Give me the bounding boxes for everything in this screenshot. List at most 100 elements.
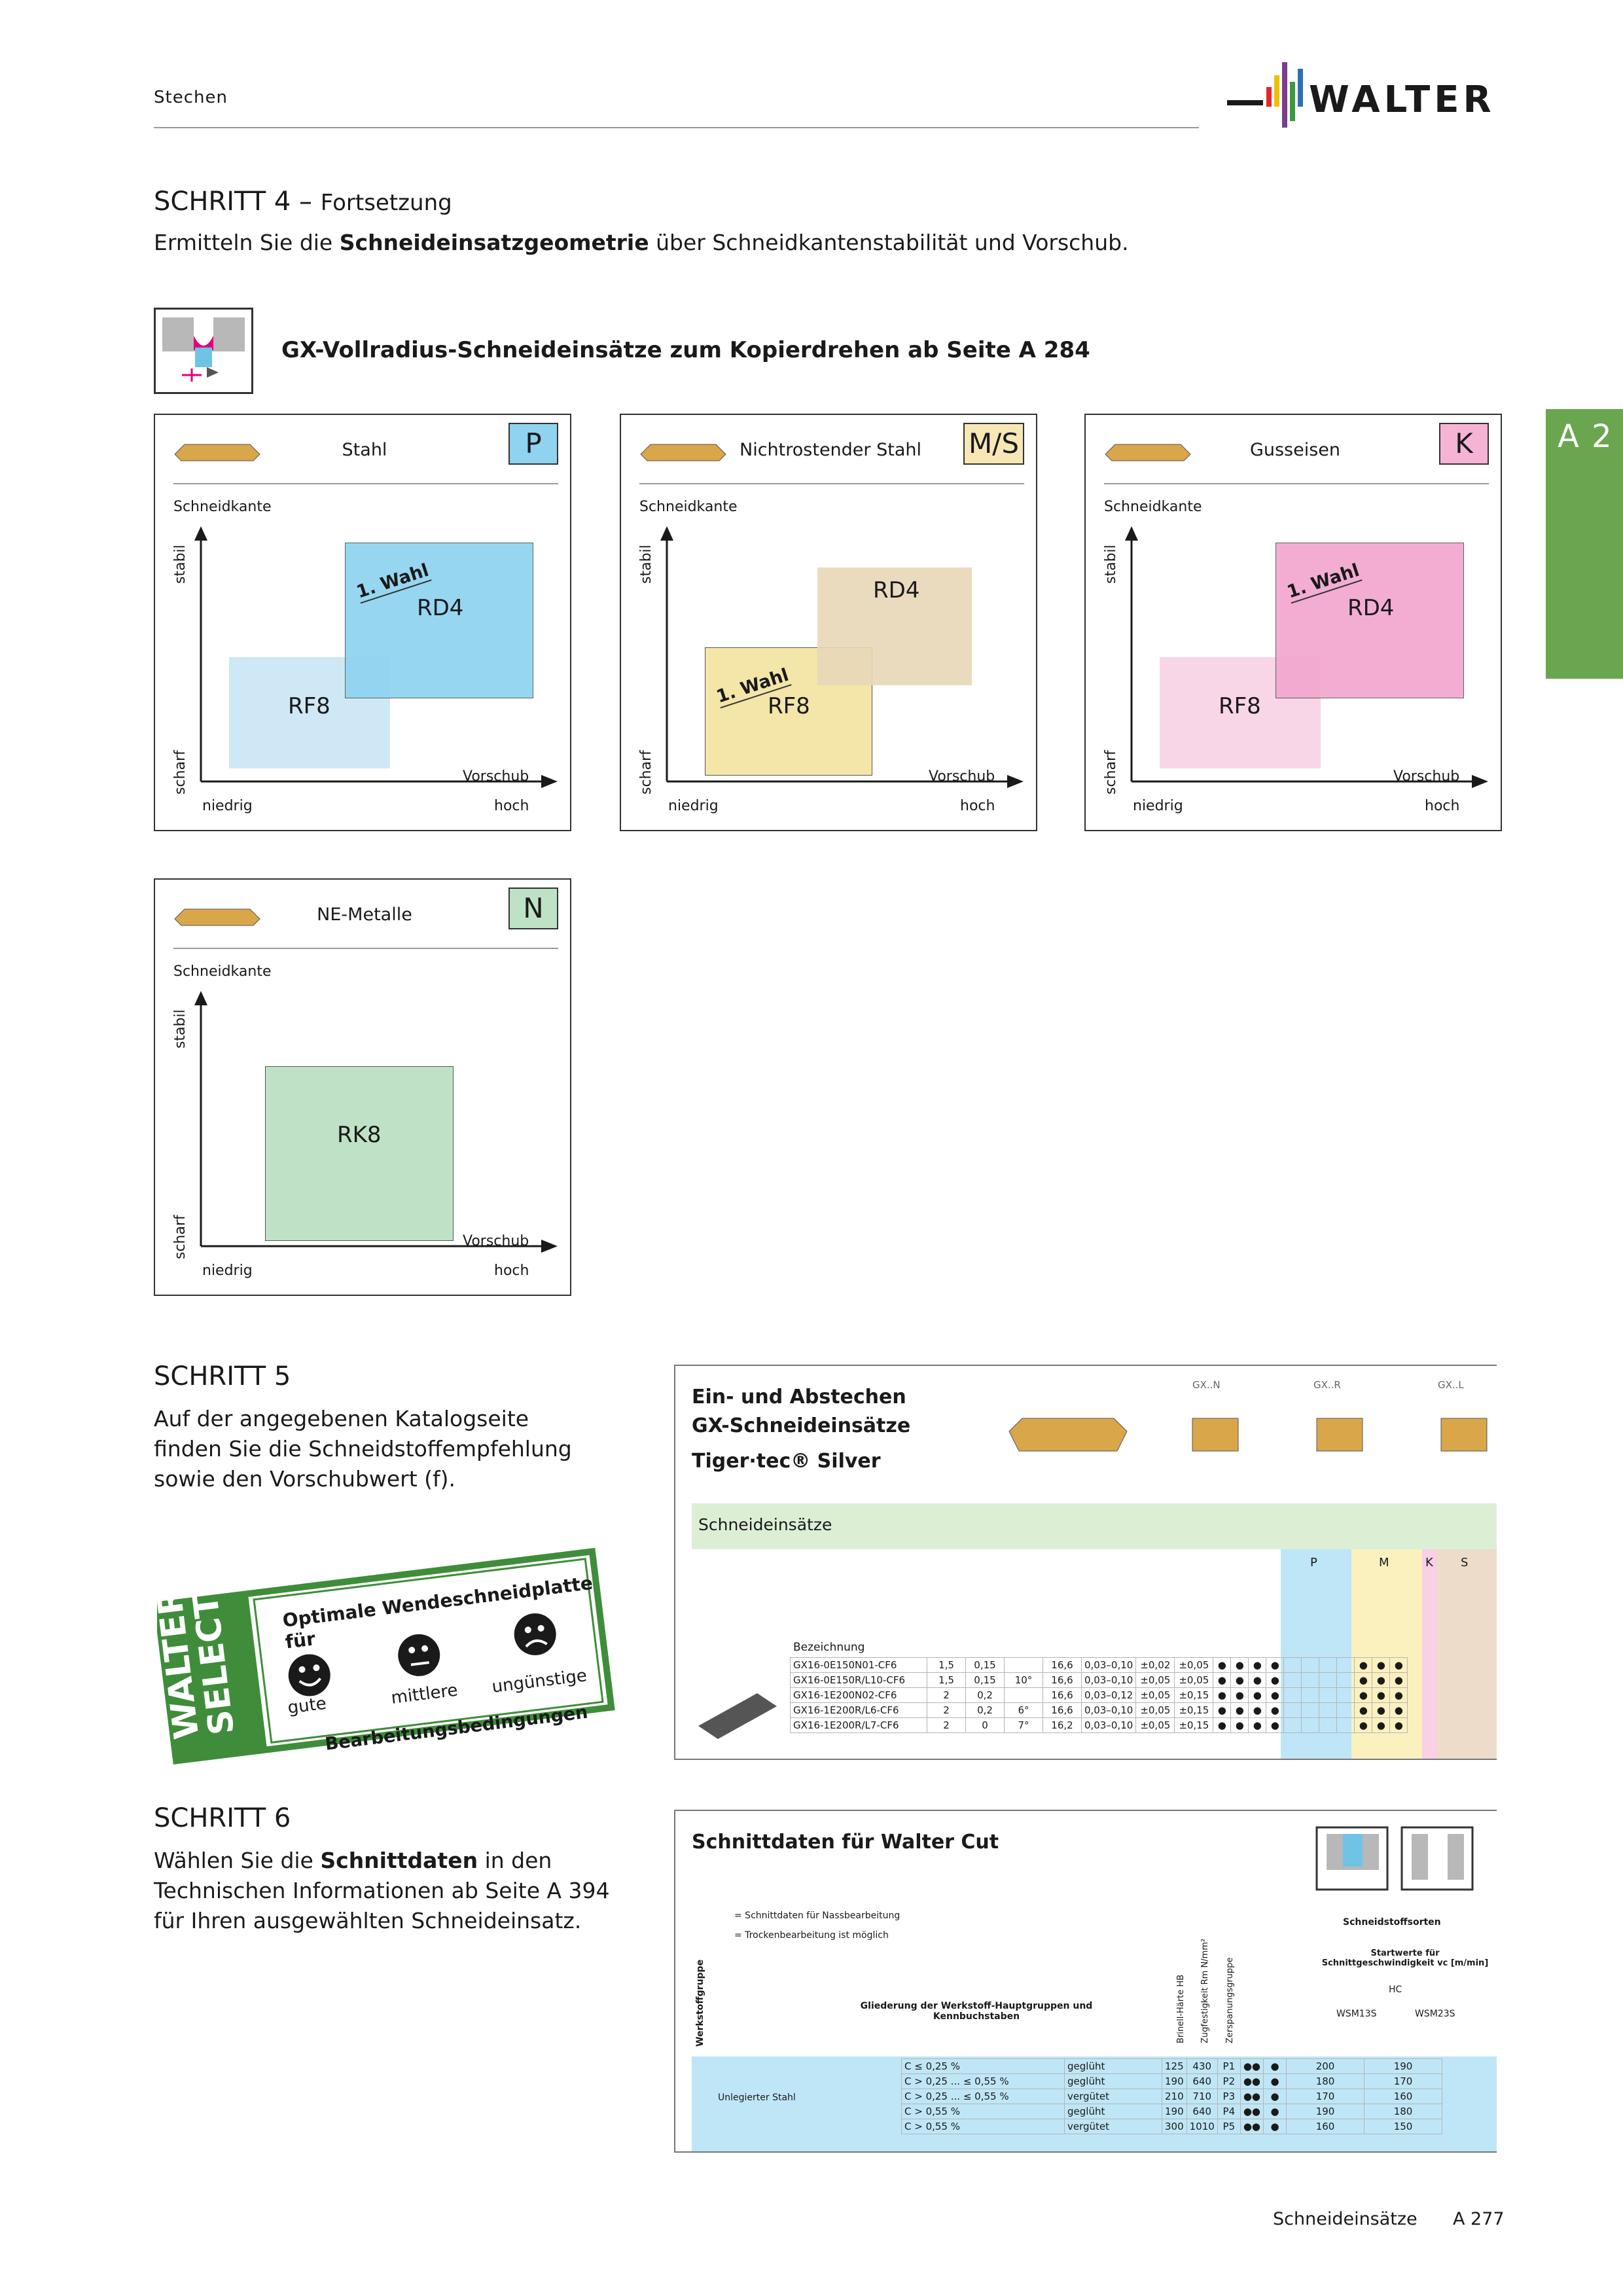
geometry-label: RD4 — [417, 595, 464, 621]
group-s: S — [1461, 1556, 1469, 1570]
geometry-label: RK8 — [337, 1122, 382, 1148]
group-p: P — [1310, 1556, 1317, 1570]
geometry-label: RD4 — [1347, 595, 1395, 621]
y-bottom-label: scharf — [172, 1215, 188, 1259]
catalog-excerpt: Ein- und Abstechen GX-Schneideinsätze Ti… — [674, 1365, 1497, 1760]
region-main — [817, 567, 972, 685]
grade-b: WSM23S — [1415, 2009, 1455, 2019]
page-number: A 277 — [1453, 2209, 1505, 2229]
grade-a: WSM13S — [1336, 2009, 1377, 2019]
col-group: Werkstoffgruppe — [695, 1959, 705, 2047]
y-bottom-label: scharf — [172, 750, 188, 795]
material-name: Nichtrostender Stahl — [740, 440, 921, 460]
excerpt1-title3: Tiger·tec® Silver — [692, 1450, 881, 1473]
x-axis-label: Vorschub — [463, 768, 529, 785]
col-zg: Zerspanungsgruppe — [1225, 1957, 1235, 2043]
cutting-data-excerpt: Schnittdaten für Walter Cut = Schnittdat… — [674, 1810, 1497, 2153]
walter-logo: WALTER — [1227, 62, 1502, 134]
header-rule — [154, 127, 1199, 128]
legend-wet: = Schnittdaten für Nassbearbeitung — [734, 1910, 901, 1921]
excerpt1-title2: GX-Schneideinsätze — [692, 1414, 911, 1437]
iso-badge: N — [508, 888, 558, 929]
y-axis-label: Schneidkante — [639, 499, 738, 515]
y-top-label: stabil — [1103, 545, 1119, 584]
chapter-tab: A 2 — [1546, 409, 1623, 679]
step6-text: Wählen Sie die Schnittdaten in den Techn… — [154, 1848, 610, 1933]
gx-caption: GX-Vollradius-Schneideinsätze zum Kopier… — [281, 337, 1090, 363]
hc-label: HC — [1389, 1984, 1402, 1995]
speed-title: Startwerte für Schnittgeschwindigkeit vc… — [1321, 1948, 1489, 1968]
x-axis-label: Vorschub — [929, 768, 995, 785]
grades-title: Schneidstoffsorten — [1343, 1917, 1441, 1928]
variant-n: GX..N — [1192, 1379, 1221, 1391]
excerpt1-title1: Ein- und Abstechen — [692, 1386, 906, 1408]
col-hb: Brinell-Härte HB — [1176, 1974, 1186, 2043]
y-bottom-label: scharf — [1103, 750, 1119, 795]
y-top-label: stabil — [172, 545, 188, 584]
logo-wordmark: WALTER — [1309, 79, 1495, 121]
geometry-label: RF8 — [768, 693, 810, 719]
variant-l: GX..L — [1438, 1379, 1464, 1391]
x-axis-label: Vorschub — [1393, 768, 1460, 785]
excerpt2-title: Schnittdaten für Walter Cut — [692, 1831, 999, 1854]
geometry-label: RD4 — [873, 577, 920, 603]
group-k: K — [1425, 1556, 1433, 1570]
legend-dry: = Trockenbearbeitung ist möglich — [734, 1930, 889, 1941]
y-bottom-label: scharf — [638, 750, 654, 795]
iso-badge: M/S — [963, 423, 1024, 465]
x-left-label: niedrig — [202, 1263, 253, 1279]
material-name: NE-Metalle — [317, 905, 412, 925]
x-right-label: hoch — [960, 798, 995, 814]
matrix-chart-1: Nichtrostender Stahl M/S Schneidkante stabi… — [620, 414, 1037, 831]
col-structure: Gliederung der Werkstoff-Hauptgruppen un… — [860, 2001, 1093, 2022]
x-left-label: niedrig — [1133, 798, 1183, 814]
variant-r: GX..R — [1313, 1379, 1341, 1391]
material-name: Unlegierter Stahl — [718, 2092, 796, 2103]
running-header: Stechen — [154, 88, 228, 107]
iso-badge: P — [508, 423, 558, 465]
grooving-icon — [154, 308, 253, 394]
y-top-label: stabil — [172, 1009, 188, 1049]
y-axis-label: Schneidkante — [173, 499, 272, 515]
region-main — [265, 1066, 454, 1241]
iso-badge: K — [1439, 423, 1489, 465]
x-left-label: niedrig — [202, 798, 253, 814]
step5-text: Auf der angegebenen Katalogseite finden … — [154, 1406, 572, 1492]
y-axis-label: Schneidkante — [173, 963, 272, 980]
x-left-label: niedrig — [668, 798, 719, 814]
geometry-label: RF8 — [1219, 693, 1261, 719]
x-right-label: hoch — [494, 1263, 529, 1279]
matrix-chart-2: Gusseisen K Schneidkante stabil scharf Vorsch… — [1084, 414, 1502, 831]
step6-heading: SCHRITT 6 — [154, 1803, 291, 1833]
material-name: Gusseisen — [1249, 440, 1341, 460]
y-axis-label: Schneidkante — [1104, 499, 1202, 515]
excerpt1-section: Schneideinsätze — [698, 1515, 832, 1534]
region-main — [1275, 543, 1464, 698]
matrix-chart-0: Stahl P Schneidkante stabil scharf Vorschub ni… — [154, 414, 571, 831]
walter-select-badge: WALTER SELECT Optimale Wendeschneidplatt… — [150, 1545, 615, 1767]
y-top-label: stabil — [638, 545, 654, 584]
group-m: M — [1379, 1556, 1389, 1570]
region-main — [345, 543, 533, 698]
footer-label: Schneideinsätze — [1273, 2209, 1418, 2229]
step4-text: Ermitteln Sie die Schneideinsatzgeometri… — [154, 230, 1129, 255]
step5-heading: SCHRITT 5 — [154, 1361, 291, 1391]
geometry-label: RF8 — [288, 693, 330, 719]
col-designation: Bezeichnung — [793, 1641, 865, 1654]
x-right-label: hoch — [1425, 798, 1460, 814]
col-rm: Zugfestigkeit Rm N/mm² — [1200, 1938, 1210, 2043]
material-name: Stahl — [342, 440, 387, 460]
step4-heading: SCHRITT 4 – Fortsetzung — [154, 187, 452, 217]
